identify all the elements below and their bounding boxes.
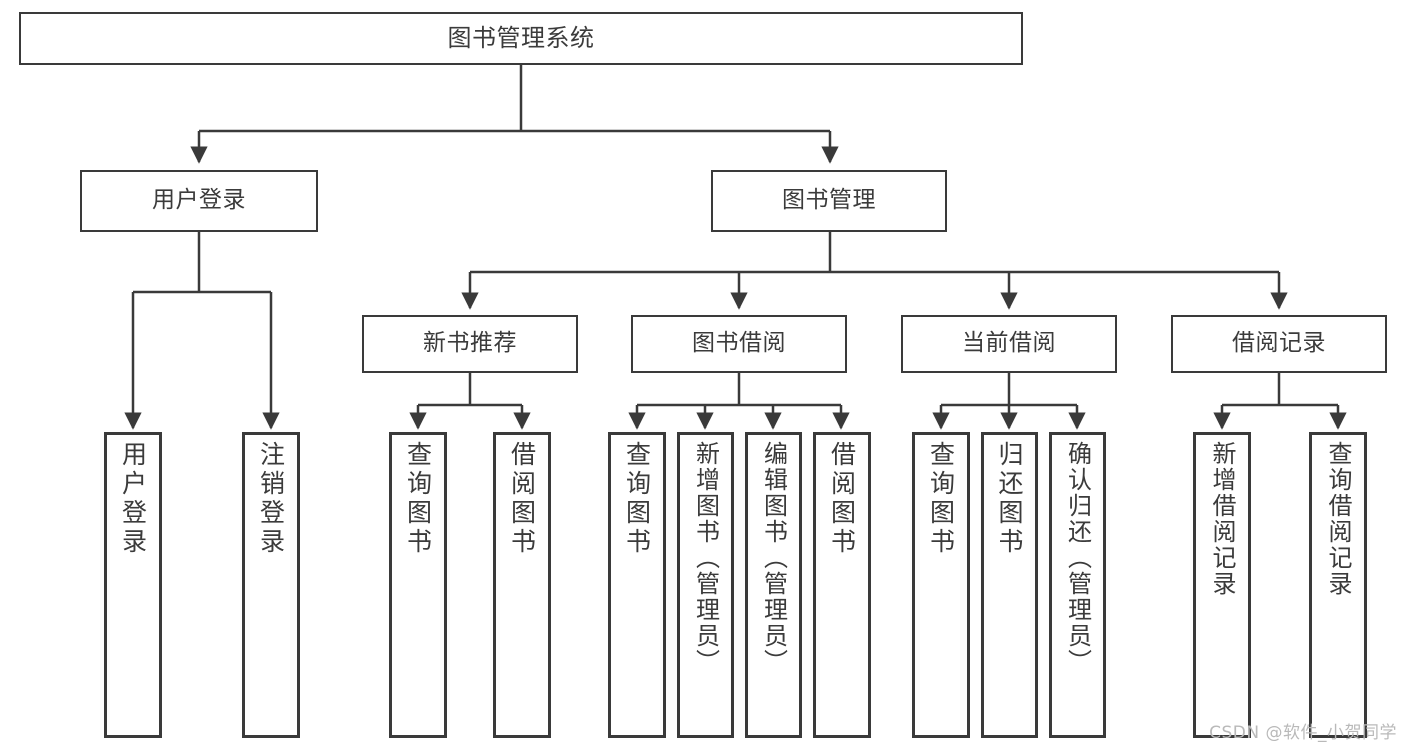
- node-label: 新增图书（管理员）: [691, 441, 720, 675]
- node-label: 图书管理系统: [447, 24, 595, 53]
- leaf-add-borrow-record[interactable]: 新增借阅记录: [1193, 432, 1251, 738]
- node-label: 确认归还（管理员）: [1063, 441, 1092, 675]
- node-label: 编辑图书（管理员）: [759, 441, 788, 675]
- node-label: 新书推荐: [423, 330, 517, 357]
- leaf-confirm-return-admin[interactable]: 确认归还（管理员）: [1049, 432, 1106, 738]
- leaf-return-book[interactable]: 归还图书: [981, 432, 1038, 738]
- node-label: 用户登录: [152, 187, 246, 214]
- node-label: 新增借阅记录: [1208, 441, 1236, 597]
- node-current-borrow[interactable]: 当前借阅: [901, 315, 1117, 373]
- leaf-query-book-borrow[interactable]: 查询图书: [608, 432, 666, 738]
- node-borrow-record[interactable]: 借阅记录: [1171, 315, 1387, 373]
- node-label: 图书管理: [782, 187, 876, 214]
- node-label: 查询图书: [622, 441, 652, 557]
- node-label: 归还图书: [995, 441, 1024, 557]
- node-user-login[interactable]: 用户登录: [80, 170, 318, 232]
- node-label: 注销登录: [256, 441, 286, 557]
- node-new-book-recommend[interactable]: 新书推荐: [362, 315, 578, 373]
- leaf-logout[interactable]: 注销登录: [242, 432, 300, 738]
- watermark-text: CSDN @软件_小贺同学: [1209, 723, 1397, 743]
- leaf-edit-book-admin[interactable]: 编辑图书（管理员）: [745, 432, 802, 738]
- leaf-borrow-book-recommend[interactable]: 借阅图书: [493, 432, 551, 738]
- node-label: 查询借阅记录: [1324, 441, 1352, 597]
- leaf-add-book-admin[interactable]: 新增图书（管理员）: [677, 432, 734, 738]
- node-root-system[interactable]: 图书管理系统: [19, 12, 1023, 65]
- node-label: 借阅记录: [1232, 330, 1326, 357]
- leaf-query-borrow-record[interactable]: 查询借阅记录: [1309, 432, 1367, 738]
- node-book-borrow[interactable]: 图书借阅: [631, 315, 847, 373]
- node-label: 图书借阅: [692, 330, 786, 357]
- leaf-query-book-recommend[interactable]: 查询图书: [389, 432, 447, 738]
- leaf-query-book-current[interactable]: 查询图书: [912, 432, 970, 738]
- node-label: 借阅图书: [827, 441, 857, 557]
- node-label: 查询图书: [403, 441, 433, 557]
- node-label: 查询图书: [926, 441, 956, 557]
- leaf-user-login[interactable]: 用户登录: [104, 432, 162, 738]
- node-label: 用户登录: [118, 441, 148, 557]
- node-label: 当前借阅: [962, 330, 1056, 357]
- leaf-borrow-book[interactable]: 借阅图书: [813, 432, 871, 738]
- node-label: 借阅图书: [507, 441, 537, 557]
- node-book-management[interactable]: 图书管理: [711, 170, 947, 232]
